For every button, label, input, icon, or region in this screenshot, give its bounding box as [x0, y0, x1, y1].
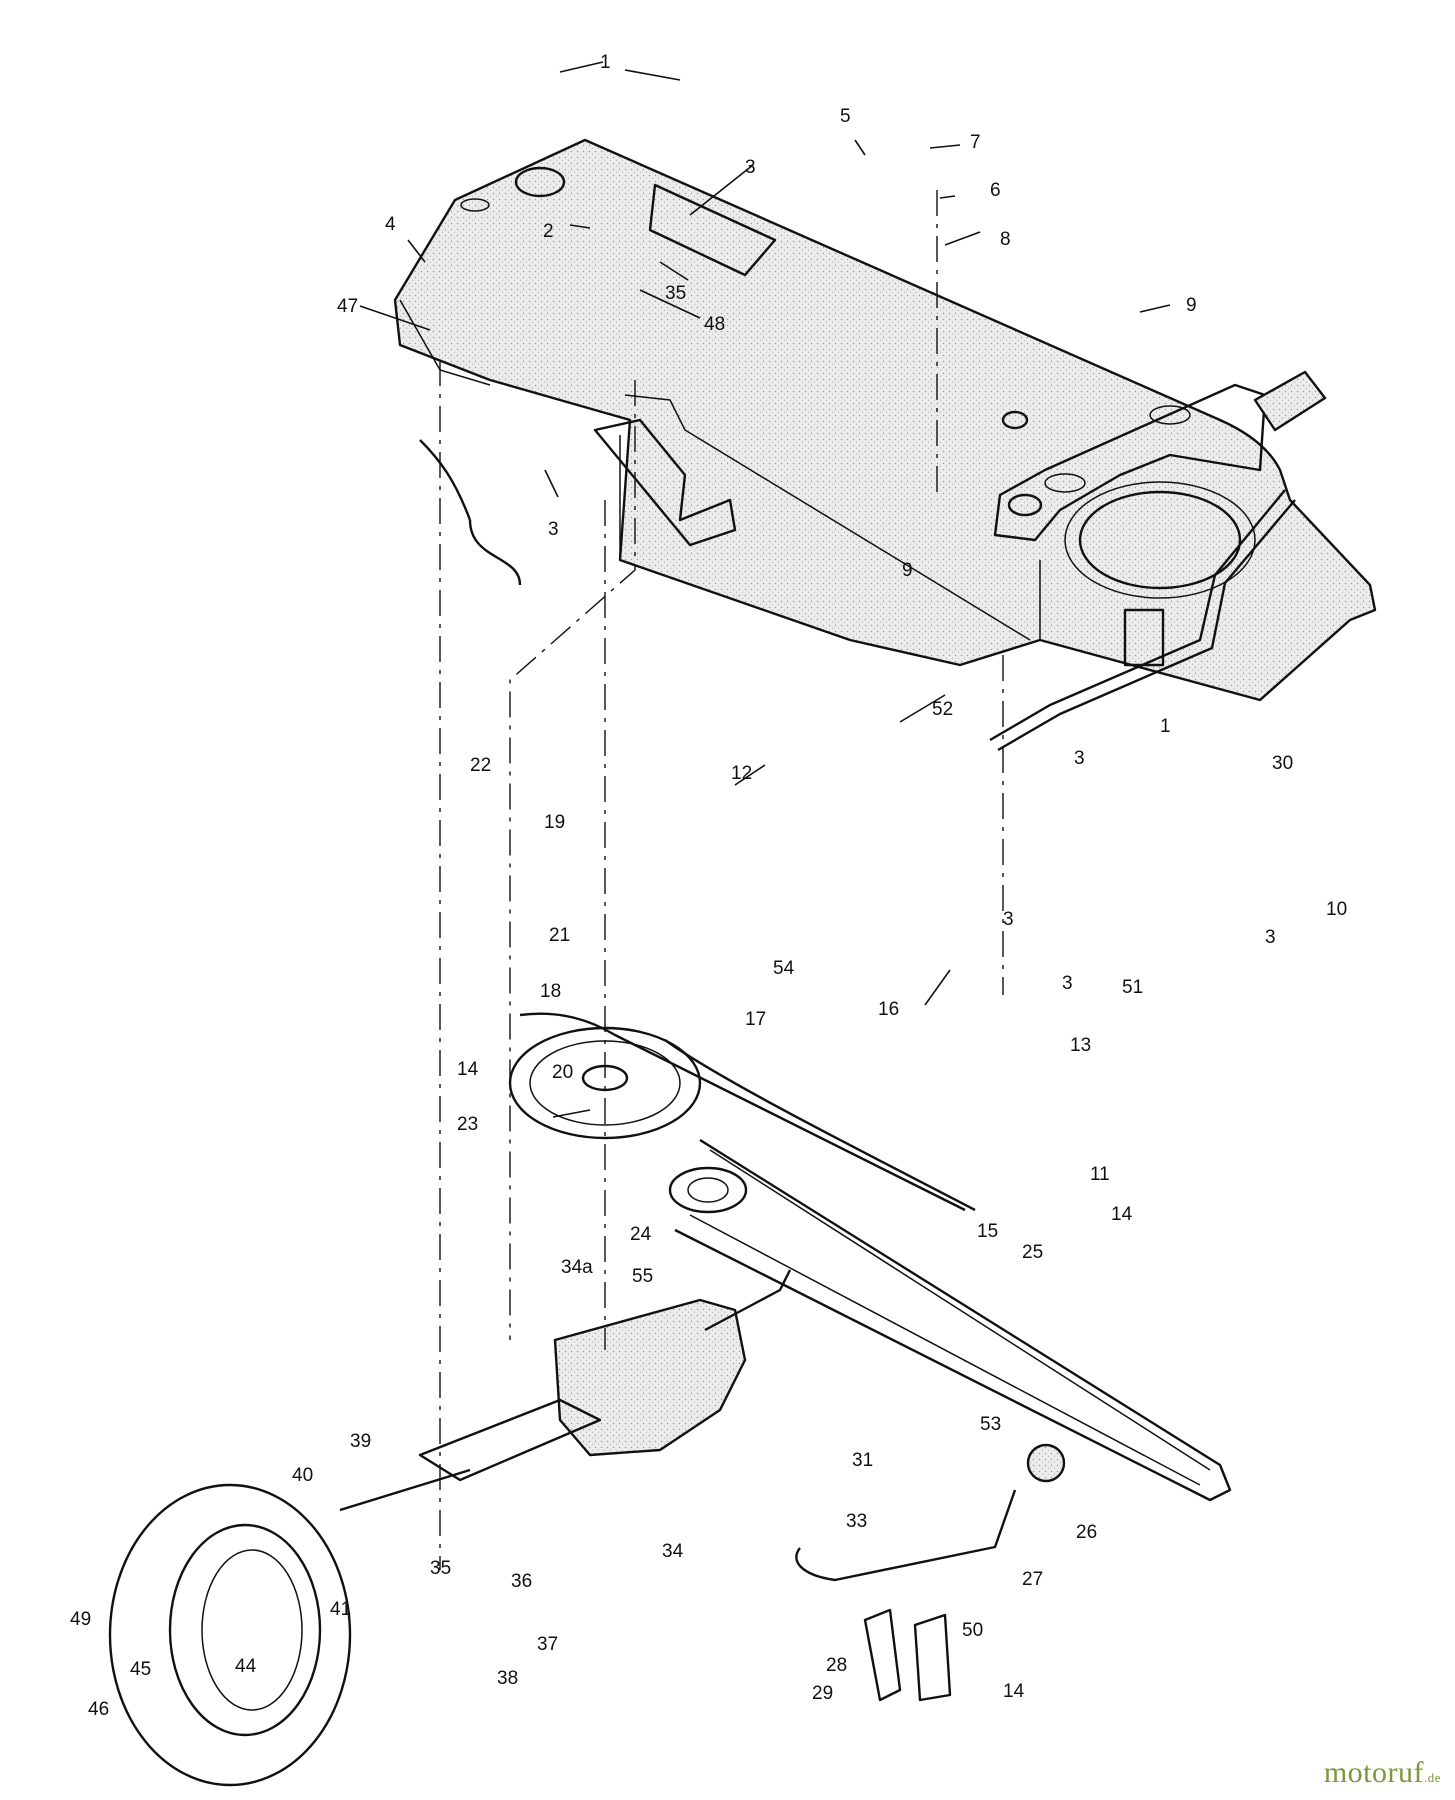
label-22: 22 [470, 755, 491, 776]
label-45: 45 [130, 1659, 151, 1680]
transaxle [339, 1269, 792, 1512]
label-14: 14 [1003, 1681, 1025, 1702]
label-48: 48 [704, 314, 725, 335]
label-25: 25 [1022, 1242, 1043, 1263]
label-5: 5 [840, 106, 851, 127]
label-20: 20 [552, 1062, 573, 1083]
label-49: 49 [70, 1609, 91, 1630]
label-46: 46 [88, 1699, 109, 1720]
alignment-lines [439, 190, 1004, 1570]
label-3: 3 [1062, 973, 1073, 994]
label-39: 39 [350, 1431, 371, 1452]
label-27: 27 [1022, 1569, 1043, 1590]
label-3: 3 [1265, 927, 1276, 948]
motoruf-watermark: motoruf.de [1324, 1756, 1441, 1790]
linkage-parts [419, 394, 1031, 1212]
label-33: 33 [846, 1511, 867, 1532]
label-19: 19 [544, 812, 565, 833]
label-35: 35 [430, 1558, 451, 1579]
label-53: 53 [980, 1414, 1001, 1435]
label-14: 14 [1111, 1204, 1133, 1225]
label-15: 15 [977, 1221, 998, 1242]
label-35: 35 [665, 283, 686, 304]
label-37: 37 [537, 1634, 558, 1655]
label-16: 16 [878, 999, 899, 1020]
label-21: 21 [549, 925, 570, 946]
label-29: 29 [812, 1683, 833, 1704]
label-41: 41 [330, 1599, 351, 1620]
pedal-rod [989, 370, 1327, 752]
label-10: 10 [1326, 899, 1347, 920]
label-11: 11 [1090, 1164, 1110, 1185]
label-18: 18 [540, 981, 561, 1002]
label-9: 9 [902, 560, 913, 581]
lift-lever-assembly [795, 1443, 1066, 1702]
label-26: 26 [1076, 1522, 1097, 1543]
label-38: 38 [497, 1668, 518, 1689]
label-6: 6 [990, 180, 1001, 201]
leader-lines [359, 61, 1171, 1118]
label-51: 51 [1122, 977, 1143, 998]
label-4: 4 [385, 214, 396, 235]
label-24: 24 [630, 1224, 652, 1245]
label-7: 7 [970, 132, 981, 153]
label-3: 3 [548, 519, 559, 540]
label-40: 40 [292, 1465, 313, 1486]
frame-plate [393, 138, 1377, 702]
label-8: 8 [1000, 229, 1011, 250]
label-55: 55 [632, 1266, 653, 1287]
watermark-brand: motoruf [1323, 1756, 1424, 1789]
label-3: 3 [1074, 748, 1085, 769]
label-50: 50 [962, 1620, 983, 1641]
label-1: 1 [1160, 716, 1171, 737]
label-54: 54 [773, 958, 795, 979]
pedal-bracket-plate [993, 383, 1267, 542]
label-52: 52 [932, 699, 953, 720]
label-23: 23 [457, 1114, 478, 1135]
label-44: 44 [235, 1656, 257, 1677]
label-28: 28 [826, 1655, 847, 1676]
rear-wheel [108, 1483, 352, 1787]
label-3: 3 [1003, 909, 1014, 930]
label-1: 1 [600, 52, 611, 73]
label-13: 13 [1070, 1035, 1091, 1056]
label-36: 36 [511, 1571, 532, 1592]
watermark-suffix: .de [1423, 1770, 1441, 1785]
label-9: 9 [1186, 295, 1197, 316]
label-3: 3 [745, 157, 756, 178]
part-labels: 1 2 3 3 3 3 3 3 4 5 6 7 8 9 9 10 1 11 12… [70, 52, 1347, 1720]
label-17: 17 [745, 1009, 766, 1030]
label-34a: 34a [561, 1257, 593, 1278]
label-30: 30 [1272, 753, 1293, 774]
label-31: 31 [852, 1450, 873, 1471]
label-47: 47 [337, 296, 358, 317]
label-14: 14 [457, 1059, 479, 1080]
label-2: 2 [543, 221, 554, 242]
label-34: 34 [662, 1541, 684, 1562]
label-12: 12 [731, 763, 752, 784]
